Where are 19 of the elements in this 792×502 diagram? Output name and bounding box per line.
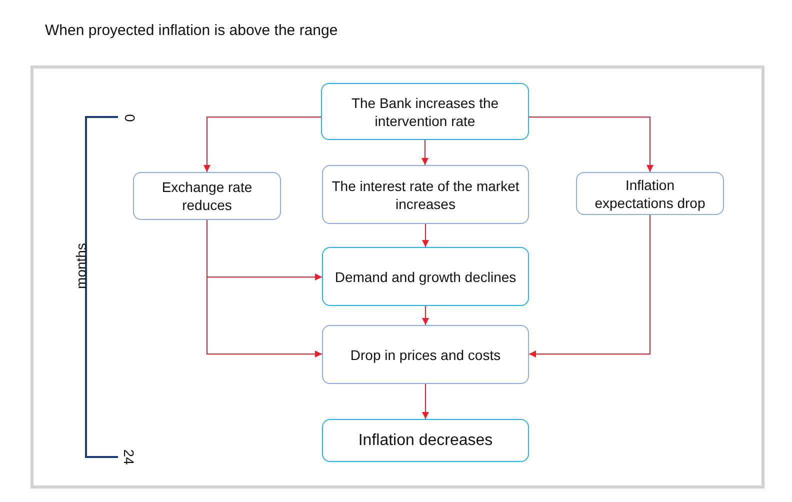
process-box: Inflation decreases (322, 419, 529, 462)
arrow (204, 116, 322, 172)
arrow (422, 306, 429, 326)
process-box: The interest rate of the market increases (322, 165, 529, 224)
arrow (422, 224, 429, 248)
process-box: Exchange rate reduces (133, 172, 281, 220)
tick-label: 0 (122, 114, 138, 122)
arrow (422, 384, 429, 420)
process-box: The Bank increases the intervention rate (321, 83, 529, 140)
arrow (528, 116, 654, 172)
title: When proyected inflation is above the range (45, 22, 338, 39)
process-box: Demand and growth declines (322, 247, 529, 306)
arrow (422, 140, 428, 166)
arrow (528, 214, 650, 358)
tick-label: 24 (120, 449, 137, 465)
process-box: Drop in prices and costs (322, 325, 529, 384)
arrow (206, 220, 322, 358)
axis-label: months (72, 243, 89, 289)
process-box: Inflation expectations drop (576, 172, 724, 215)
